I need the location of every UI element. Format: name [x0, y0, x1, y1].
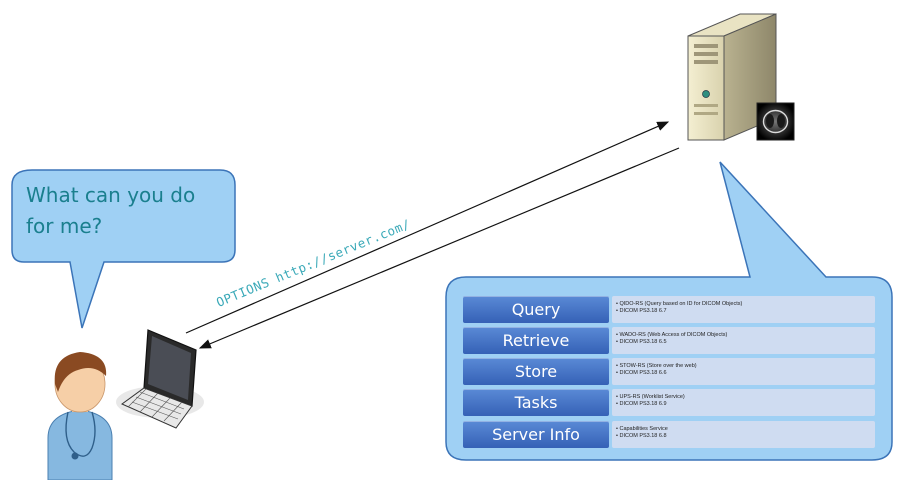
- service-row-query: Query QIDO-RS (Query based on ID for DIC…: [463, 296, 875, 323]
- store-description: STOW-RS (Store over the web) DICOM PS3.1…: [612, 358, 875, 385]
- user-question-line2: for me?: [26, 214, 103, 238]
- store-desc-line2: DICOM PS3.18 6.6: [616, 370, 875, 377]
- retrieve-desc-line2: DICOM PS3.18 6.5: [616, 339, 875, 346]
- store-button[interactable]: Store: [463, 358, 609, 385]
- service-row-server-info: Server Info Capabilities Service DICOM P…: [463, 421, 875, 448]
- user-question: What can you do for me?: [26, 180, 226, 242]
- query-button[interactable]: Query: [463, 296, 609, 323]
- store-desc-line1: STOW-RS (Store over the web): [616, 363, 875, 370]
- request-arrow: [185, 121, 670, 334]
- user-question-line1: What can you do: [26, 183, 196, 207]
- retrieve-description: WADO-RS (Web Access of DICOM Objects) DI…: [612, 327, 875, 354]
- ct-scan-thumbnail-icon: [756, 102, 795, 141]
- service-row-store: Store STOW-RS (Store over the web) DICOM…: [463, 358, 875, 385]
- tasks-description: UPS-RS (Worklist Service) DICOM PS3.18 6…: [612, 389, 875, 416]
- server-info-desc-line1: Capabilities Service: [616, 426, 875, 433]
- retrieve-button[interactable]: Retrieve: [463, 327, 609, 354]
- server-info-description: Capabilities Service DICOM PS3.18 6.8: [612, 421, 875, 448]
- retrieve-desc-line1: WADO-RS (Web Access of DICOM Objects): [616, 332, 875, 339]
- laptop-icon: [116, 329, 204, 429]
- tasks-desc-line2: DICOM PS3.18 6.9: [616, 401, 875, 408]
- service-row-retrieve: Retrieve WADO-RS (Web Access of DICOM Ob…: [463, 327, 875, 354]
- query-desc-line1: QIDO-RS (Query based on ID for DICOM Obj…: [616, 301, 875, 308]
- tasks-button[interactable]: Tasks: [463, 389, 609, 416]
- server-info-desc-line2: DICOM PS3.18 6.8: [616, 433, 875, 440]
- response-arrow: [198, 147, 680, 349]
- query-description: QIDO-RS (Query based on ID for DICOM Obj…: [612, 296, 875, 323]
- doctor-avatar-icon: [47, 352, 113, 480]
- user-speech-bubble: [11, 169, 236, 329]
- server-info-button[interactable]: Server Info: [463, 421, 609, 448]
- service-row-tasks: Tasks UPS-RS (Worklist Service) DICOM PS…: [463, 389, 875, 416]
- query-desc-line2: DICOM PS3.18 6.7: [616, 308, 875, 315]
- tasks-desc-line1: UPS-RS (Worklist Service): [616, 394, 875, 401]
